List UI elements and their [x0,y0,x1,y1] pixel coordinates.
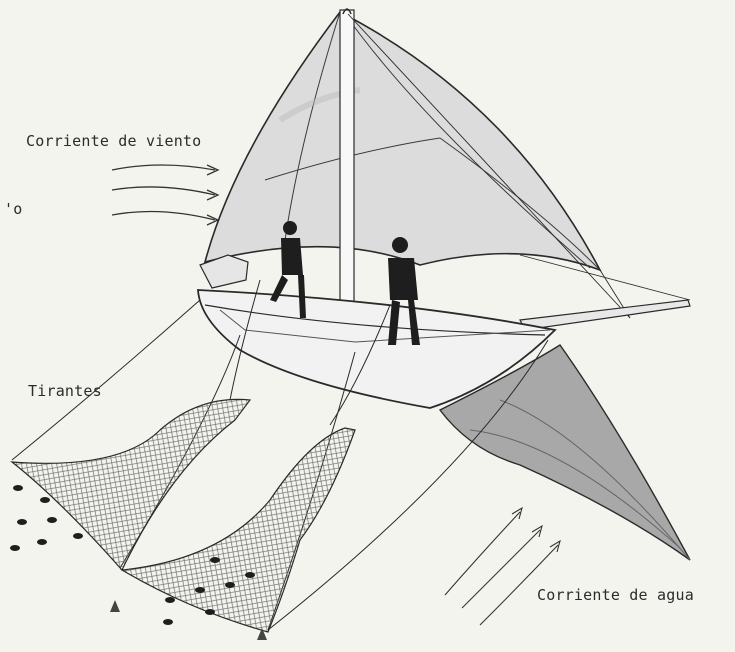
main-sail [203,10,602,272]
wind-current-label: Corriente de viento [26,132,202,150]
fisherman-left [270,221,306,318]
boat-seat [199,254,249,289]
water-current-label: Corriente de agua [537,586,694,604]
wind-arrows [111,164,220,226]
fisherman-right [388,237,420,345]
shrimp-group [10,485,255,625]
cut-label: 'o [4,200,23,218]
hull [197,289,557,409]
tirantes-label: Tirantes [28,382,102,400]
net-weights [110,600,267,640]
mast [339,8,355,311]
water-current-arrows [444,506,561,626]
net-left [10,398,252,572]
bowsprit [519,299,691,331]
net-right [120,427,356,633]
underwater-sail [438,344,691,561]
